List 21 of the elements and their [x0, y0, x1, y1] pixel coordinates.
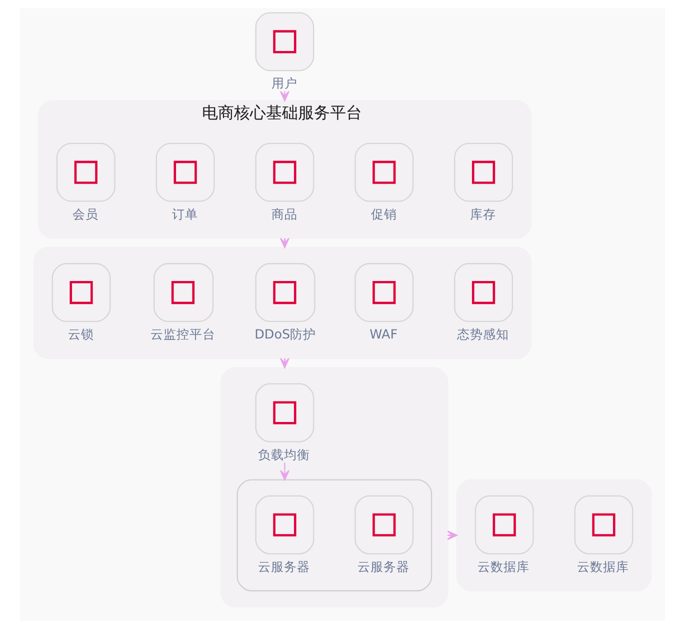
- node-label: 态势感知: [456, 326, 508, 342]
- node-label: 云监控平台: [150, 326, 216, 342]
- cluster: [456, 479, 652, 592]
- node-label: 订单: [172, 206, 198, 222]
- cluster: [32, 246, 531, 359]
- arrow: [279, 462, 289, 480]
- cluster: [236, 479, 432, 592]
- node-label: 云锁: [67, 326, 94, 342]
- node-label: 商品: [270, 206, 297, 222]
- node-label: 用户: [270, 76, 297, 91]
- node-label: 云数据库: [576, 558, 629, 574]
- node-label: 促销: [370, 206, 396, 222]
- node-label: 库存: [470, 206, 496, 222]
- node-label: DDoS防护: [254, 326, 316, 342]
- node-label: 云服务器: [357, 558, 410, 574]
- node-label: WAF: [369, 326, 398, 342]
- node-label: 负载均衡: [258, 446, 310, 462]
- cluster: [220, 367, 448, 608]
- node-label: 会员: [72, 206, 98, 222]
- node-label: 云服务器: [258, 558, 310, 574]
- node-label: 云数据库: [477, 558, 530, 574]
